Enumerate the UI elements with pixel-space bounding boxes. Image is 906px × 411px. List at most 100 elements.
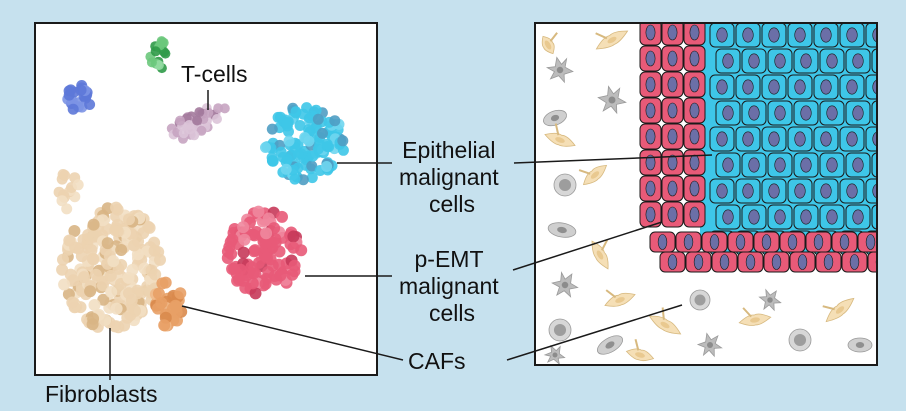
fibroblast-cluster-point [90,268,102,281]
caf-cluster [149,276,188,332]
pemt-cluster-point [276,210,288,223]
caf-cluster-point [174,287,187,300]
epithelial-cell [741,204,767,230]
epithelial-cluster-point [304,112,316,124]
pemt-cell [737,251,764,273]
pemt-cell [779,231,806,253]
pemt-cluster-point [237,221,250,234]
fibroblast-cell [544,123,576,147]
pemt-cell [685,251,712,273]
pemt-cell-nucleus [693,254,704,270]
epithelial-cell-nucleus [826,53,838,69]
pemt-cell-nucleus [745,254,756,270]
pemt-cell-nucleus [645,102,656,119]
epithelial-cell [845,48,871,74]
epithelial-cell-nucleus [748,209,760,225]
round-cell [689,289,711,311]
pemt-cell-nucleus [787,234,798,250]
pemt-cell [857,231,877,253]
epithelial-cell-nucleus [794,183,806,199]
caf-cluster-point [155,297,168,309]
fibroblast-cluster-point [129,305,141,317]
pemt-cell-nucleus [667,254,678,270]
fibroblast-cluster-point [132,235,145,248]
epithelial-cell [761,23,787,48]
scatter-panel [34,22,378,376]
pemt-cluster-point [287,241,300,254]
epithelial-cell-nucleus [800,105,812,121]
epithelial-cell [819,204,845,230]
pemt-cell [661,175,684,202]
pemt-cell [683,71,706,98]
epithelial-cell-nucleus [820,131,832,147]
epithelial-cell [839,74,865,100]
immune-cell [696,332,723,358]
stromal-cell [547,222,577,238]
pemt-cell-nucleus [645,24,656,41]
pemt-cell-nucleus [667,154,678,171]
epithelial-cluster-point [289,173,301,185]
fibroblast-cluster-point [96,214,109,227]
fibroblast-cluster-point [107,255,120,268]
t-cell-cluster-point [196,125,207,136]
epithelial-cell-nucleus [742,27,754,43]
epithelial-cell-nucleus [872,131,877,147]
fibroblast-cell-nucleus [590,171,600,179]
epithelial-cell-nucleus [800,209,812,225]
fibroblast-cluster-point [87,253,100,266]
fibroblast-cluster-point [88,299,101,311]
fibroblast-cell-nucleus [615,297,625,303]
epithelial-cell [819,152,845,178]
epithelial-cell-nucleus [748,157,760,173]
fibroblast-cluster [56,201,166,334]
epithelial-cell [839,126,865,152]
tissue-panel [534,22,878,366]
epithelial-cell [813,126,839,152]
fibroblast-cell [595,30,629,50]
fibroblast-cell [822,297,855,323]
epithelial-cell [709,23,735,48]
epithelial-cell [715,204,741,230]
pemt-cell [661,123,684,150]
caf-cluster-point [156,277,169,290]
leader-cafs-left [181,305,404,361]
epithelial-cluster-point [321,161,333,172]
epithelial-cluster-point [317,127,328,139]
pemt-cell [639,23,662,46]
epithelial-cell [813,23,839,48]
fibroblast-cell-nucleus [607,36,617,44]
t-cell-cluster-point [212,114,222,124]
green-cluster [145,36,171,74]
fibroblast-tail-point [61,203,73,215]
pemt-cell [831,231,858,253]
epithelial-cell [787,23,813,48]
stromal-cells [541,30,873,365]
pemt-cluster-point [261,251,273,264]
stromal-cell [596,335,624,355]
epithelial-cell [741,48,767,74]
caf-cluster-point [158,319,171,332]
epithelial-cell-nucleus [768,183,780,199]
fibroblast-cell [591,239,609,270]
epithelial-cell [735,23,761,48]
epithelial-cell [871,48,877,74]
pemt-cell-nucleus [667,76,678,93]
pemt-cluster-point [221,245,234,258]
fibroblast-cluster-point [58,278,71,291]
pemt-cell [639,123,662,150]
epithelial-cell-nucleus [852,209,864,225]
fibroblast-tail [53,169,84,215]
pemt-cell [683,149,706,176]
fibroblast-cell [648,307,682,335]
pemt-cell [727,231,754,253]
green-cluster-point [146,57,157,68]
t-cell-cluster-point [189,130,200,141]
epithelial-cell [845,204,871,230]
pemt-cell-nucleus [761,234,772,250]
fibroblast-cluster-point [109,320,122,333]
epithelial-cell [865,74,877,100]
epithelial-cell-nucleus [742,79,754,95]
epithelial-cell [839,23,865,48]
epithelial-cell [715,48,741,74]
pemt-cell [661,149,684,176]
